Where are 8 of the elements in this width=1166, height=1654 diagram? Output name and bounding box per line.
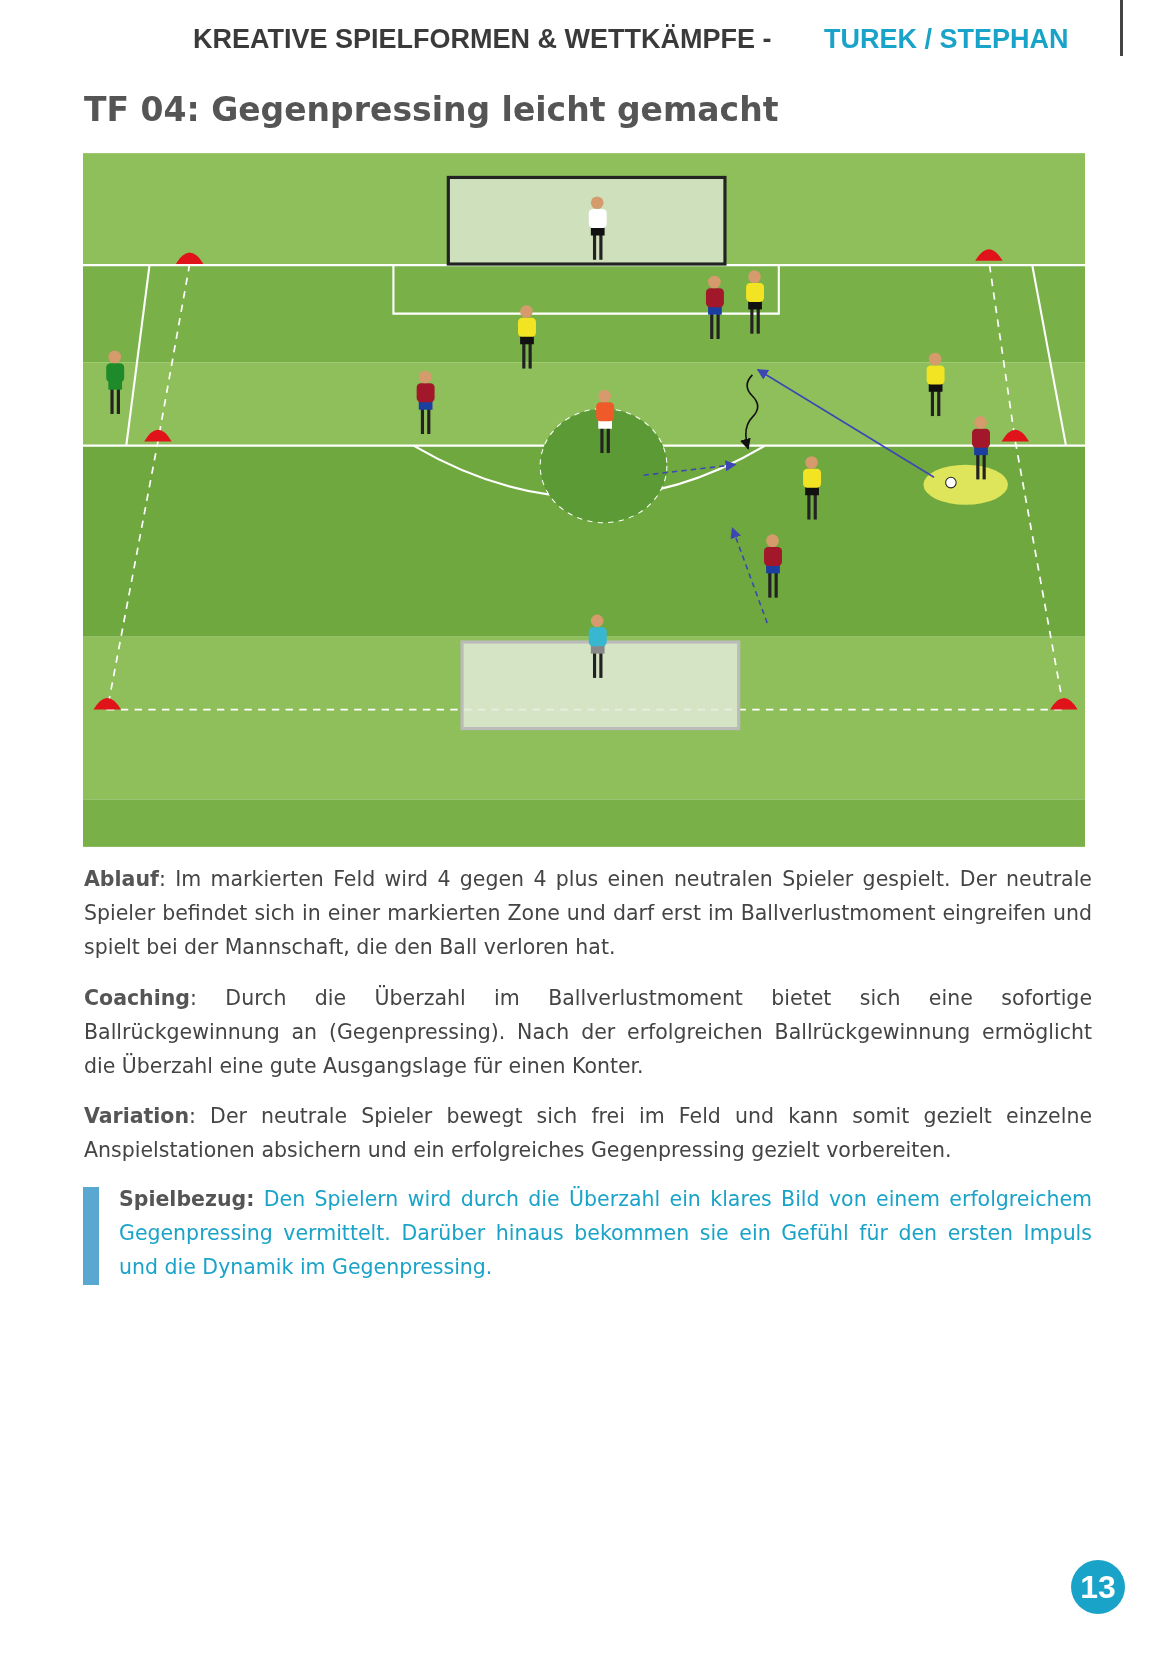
page-title: TF 04: Gegenpressing leicht gemacht	[84, 90, 779, 129]
paragraph: Coaching: Durch die Überzahl im Ballverlustmoment bietet sich eine sofortige Ballrückgewinnung an (Gegenpressing). Nach der erfolgreichen Ballrückgewinnung ermöglicht die Überzahl eine gute Ausgangslage für einen Konter.	[84, 984, 1092, 1080]
paragraph: Ablauf: Im markierten Feld wird 4 gegen 4 plus einen neutralen Spieler gespielt. Der neutrale Spieler befindet sich in einer markierten Zone und darf erst im Ballverlustmoment eingreifen und spielt bei der Mannschaft, die den Ball verloren hat.	[84, 866, 1092, 961]
author-names: TUREK / STEPHAN	[824, 24, 1069, 55]
highlight-paragraph: Spielbezug: Den Spielern wird durch die Überzahl ein klares Bild von einem erfolgreichem Gegenpressing vermittelt. Darüber hinaus bekommen sie ein Gefühl für den ersten Impuls und die Dynamik im Gegenpressing.	[119, 1185, 1092, 1281]
header-text: KREATIVE SPIELFORMEN & WETTKÄMPFE -	[193, 24, 772, 55]
paragraph: Variation: Der neutrale Spieler bewegt sich frei im Feld und kann somit gezielt einzelne Anspielstationen absichern und ein erfolgreiches Gegenpressing gezielt vorbereiten.	[84, 1103, 1092, 1164]
page-number: 13	[1071, 1560, 1125, 1614]
